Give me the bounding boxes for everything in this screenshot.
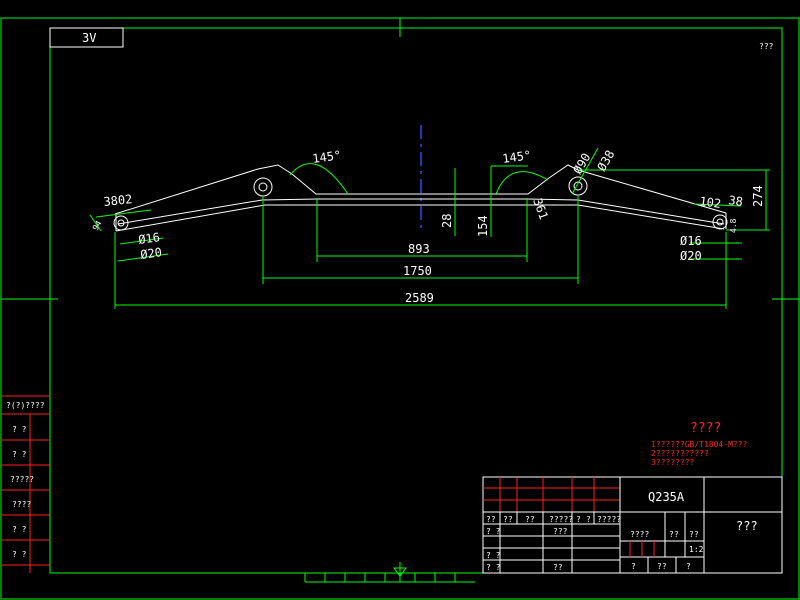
svg-text:?: ? bbox=[631, 562, 636, 571]
dim-28: 28 bbox=[440, 214, 454, 228]
dim-dia16-left: Ø16 bbox=[137, 230, 160, 247]
svg-text:??: ?? bbox=[503, 515, 513, 524]
dim-dia-90: Ø90 bbox=[570, 151, 593, 177]
dim-dia20-left: Ø20 bbox=[139, 245, 162, 262]
dim-angle-left: 145° bbox=[311, 148, 342, 166]
part-name-text: ??? bbox=[736, 519, 758, 533]
svg-text:?????: ????? bbox=[549, 515, 573, 524]
dim-1750: 1750 bbox=[403, 264, 432, 278]
svg-text:? ?: ? ? bbox=[12, 550, 27, 559]
svg-text:?: ? bbox=[576, 515, 581, 524]
tech-requirements: ???? 1??????GB/T1804-M??? 2??????????? 3… bbox=[651, 421, 748, 467]
svg-text:?(?)????: ?(?)???? bbox=[6, 401, 45, 410]
part-outline bbox=[113, 164, 728, 232]
dim-893: 893 bbox=[408, 242, 430, 256]
projection-arrow-icon bbox=[393, 562, 407, 582]
svg-text:??: ?? bbox=[689, 530, 699, 539]
dim-361: 361 bbox=[530, 196, 551, 221]
dim-2589: 2589 bbox=[405, 291, 434, 305]
scale-text: 1:2 bbox=[689, 545, 704, 554]
dim-154: 154 bbox=[476, 215, 490, 237]
svg-text:??: ?? bbox=[525, 515, 535, 524]
svg-text:? ?: ? ? bbox=[12, 450, 27, 459]
svg-text:? ?: ? ? bbox=[12, 425, 27, 434]
dimension-texts: 145° 145° Ø90 Ø38 893 1750 2589 28 154 3… bbox=[91, 148, 765, 305]
title-block: Q235A ??? ?? ?? ?? ????? ? ? ????? ???? … bbox=[482, 476, 783, 574]
svg-text:???: ??? bbox=[553, 527, 568, 536]
dim-274: 274 bbox=[751, 185, 765, 207]
inner-frame bbox=[49, 27, 783, 574]
svg-text:? ?: ? ? bbox=[486, 563, 501, 572]
svg-text:??: ?? bbox=[669, 530, 679, 539]
dim-3802: 3802 bbox=[103, 192, 133, 209]
svg-text:?????: ????? bbox=[597, 515, 621, 524]
left-margin-table: ?(?)???? ? ? ? ? ????? ???? ? ? ? ? bbox=[1, 395, 50, 573]
bottom-ruler bbox=[304, 573, 475, 583]
dim-dia20-right: Ø20 bbox=[680, 249, 702, 263]
top-right-note: ??? bbox=[759, 42, 774, 51]
corner-stamp-text: 3V bbox=[82, 31, 96, 45]
dim-angle-right: 145° bbox=[501, 148, 532, 166]
tech-req-line-3: 3???????? bbox=[651, 458, 695, 467]
svg-text:?: ? bbox=[686, 562, 691, 571]
dim-38-right: 38 bbox=[728, 193, 744, 209]
svg-text:????: ???? bbox=[630, 530, 649, 539]
svg-text:????: ???? bbox=[12, 500, 31, 509]
dim-dia16-right: Ø16 bbox=[680, 234, 702, 248]
dim-94: 94 bbox=[91, 219, 104, 232]
svg-text:? ?: ? ? bbox=[486, 527, 501, 536]
svg-text:?????: ????? bbox=[10, 475, 34, 484]
svg-text:? ?: ? ? bbox=[12, 525, 27, 534]
material-text: Q235A bbox=[648, 490, 685, 504]
svg-text:??: ?? bbox=[657, 562, 667, 571]
corner-stamp-box bbox=[49, 27, 124, 48]
tech-req-title: ???? bbox=[690, 421, 721, 436]
svg-text:? ?: ? ? bbox=[486, 551, 501, 560]
svg-text:??: ?? bbox=[553, 563, 563, 572]
dimension-lines bbox=[89, 147, 770, 309]
svg-text:?: ? bbox=[586, 515, 591, 524]
svg-text:??: ?? bbox=[486, 515, 496, 524]
dim-4-8: 4.8 bbox=[729, 218, 738, 233]
tech-req-line-2: 2??????????? bbox=[651, 449, 709, 458]
tech-req-line-1: 1??????GB/T1804-M??? bbox=[651, 440, 748, 449]
dim-102: 102 bbox=[699, 194, 722, 211]
